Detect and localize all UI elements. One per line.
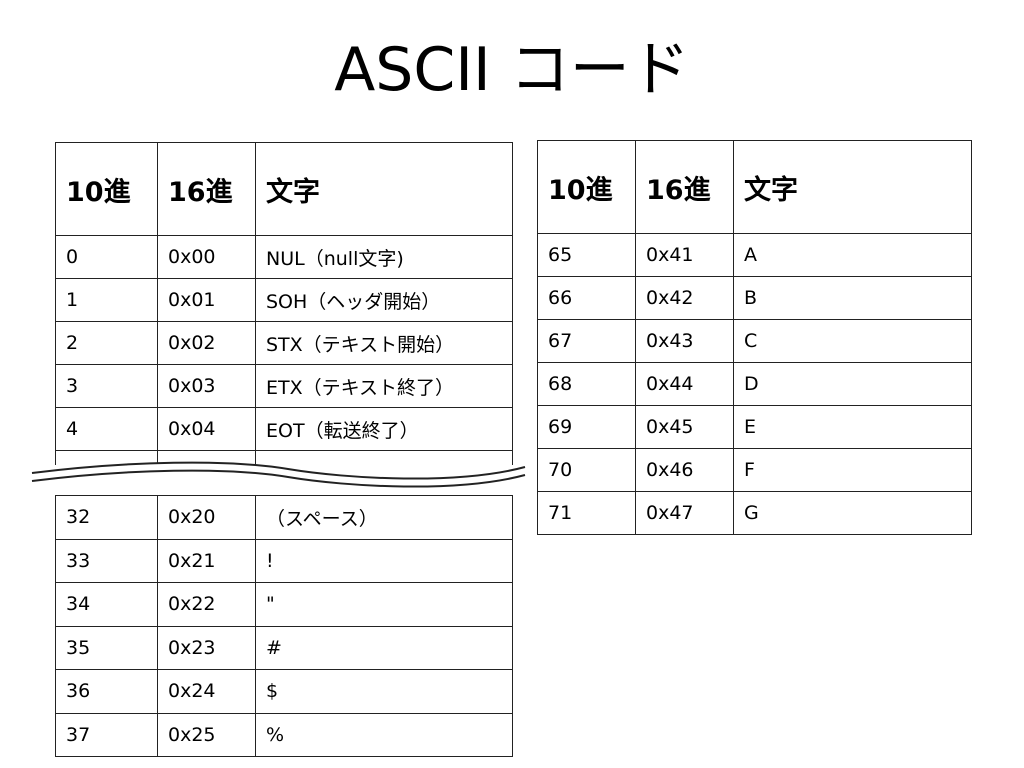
cell-character: B [733, 276, 972, 320]
cell-character: NUL（null文字) [255, 235, 513, 279]
cell-decimal: 70 [537, 448, 636, 492]
cell-decimal: 67 [537, 319, 636, 363]
table-break-mark [28, 461, 528, 488]
cell-character: ETX（テキスト終了） [255, 364, 513, 408]
column-header-character: 文字 [733, 140, 972, 234]
cell-decimal: 35 [55, 625, 158, 670]
cell-hex: 0x04 [157, 407, 256, 451]
column-header-hex: 16進 [635, 140, 734, 234]
cell-hex: 0x47 [635, 491, 734, 535]
cell-decimal: 32 [55, 495, 158, 540]
cell-hex: 0x46 [635, 448, 734, 492]
cell-hex: 0x20 [157, 495, 256, 540]
cell-decimal: 4 [55, 407, 158, 451]
cell-hex: 0x45 [635, 405, 734, 449]
cell-hex: 0x00 [157, 235, 256, 279]
cell-character: A [733, 233, 972, 277]
cell-hex: 0x43 [635, 319, 734, 363]
cell-hex: 0x23 [157, 625, 256, 670]
cell-decimal: 36 [55, 669, 158, 714]
cell-character: SOH（ヘッダ開始） [255, 278, 513, 322]
cell-hex: 0x42 [635, 276, 734, 320]
cell-decimal: 2 [55, 321, 158, 365]
cell-character: （スペース） [255, 495, 513, 540]
cell-decimal: 66 [537, 276, 636, 320]
cell-hex: 0x03 [157, 364, 256, 408]
column-header-decimal: 10進 [55, 142, 158, 236]
cell-character: # [255, 625, 513, 670]
cell-character: $ [255, 669, 513, 714]
cell-decimal: 71 [537, 491, 636, 535]
cell-decimal: 3 [55, 364, 158, 408]
cell-hex: 0x24 [157, 669, 256, 714]
cell-decimal: 68 [537, 362, 636, 406]
cell-decimal: 0 [55, 235, 158, 279]
cell-character: % [255, 712, 513, 757]
table-header-row: 10進 16進 文字 [537, 140, 972, 234]
cell-character: " [255, 582, 513, 627]
cell-character: STX（テキスト開始） [255, 321, 513, 365]
cell-character: G [733, 491, 972, 535]
cell-character: E [733, 405, 972, 449]
cell-character: EOT（転送終了） [255, 407, 513, 451]
table-cut-row [55, 450, 513, 465]
column-header-hex: 16進 [157, 142, 256, 236]
column-header-decimal: 10進 [537, 140, 636, 234]
cell-hex: 0x41 [635, 233, 734, 277]
cell-hex: 0x44 [635, 362, 734, 406]
page-title: ASCII コード [334, 35, 690, 105]
cell-character: F [733, 448, 972, 492]
cell-hex: 0x22 [157, 582, 256, 627]
table-header-row: 10進 16進 文字 [55, 142, 513, 236]
cell-decimal: 65 [537, 233, 636, 277]
cell-decimal: 33 [55, 538, 158, 583]
cell-hex: 0x25 [157, 712, 256, 757]
cell-character: C [733, 319, 972, 363]
cell-decimal: 69 [537, 405, 636, 449]
cell-character: D [733, 362, 972, 406]
cell-decimal: 1 [55, 278, 158, 322]
cell-hex: 0x01 [157, 278, 256, 322]
cell-hex: 0x21 [157, 538, 256, 583]
cell-hex: 0x02 [157, 321, 256, 365]
column-header-character: 文字 [255, 142, 513, 236]
cell-decimal: 37 [55, 712, 158, 757]
cell-decimal: 34 [55, 582, 158, 627]
cell-character: ! [255, 538, 513, 583]
